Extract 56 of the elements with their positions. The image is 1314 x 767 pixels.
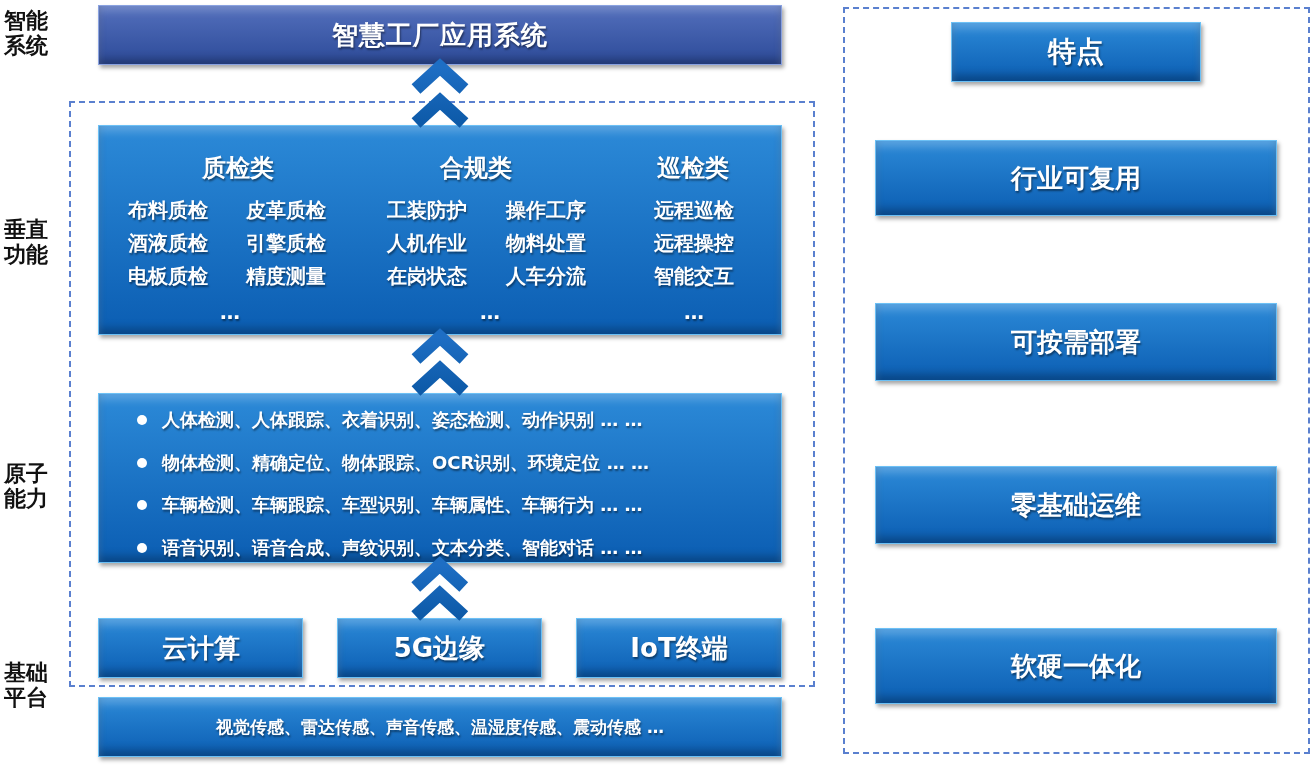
capability-list-item: 车辆检测、车辆跟踪、车型识别、车辆属性、车辆行为 … … bbox=[162, 493, 643, 517]
feature-box bbox=[875, 303, 1277, 381]
dashed-region bbox=[69, 101, 815, 687]
chevron-arrow bbox=[409, 58, 471, 130]
function-item: 在岗状态 bbox=[387, 262, 467, 290]
feature-box bbox=[875, 628, 1277, 704]
platform-text: 5G边缘 bbox=[393, 631, 486, 665]
layer-label: 垂直功能 bbox=[4, 217, 49, 268]
layer-label: 基础平台 bbox=[4, 660, 49, 711]
capability-list-item: 物体检测、精确定位、物体跟踪、OCR识别、环境定位 … … bbox=[162, 451, 649, 475]
platform-text: IoT终端 bbox=[630, 631, 728, 665]
feature-text: 可按需部署 bbox=[1011, 325, 1141, 359]
system-title: 智慧工厂应用系统 bbox=[332, 18, 548, 52]
capability-list-item: 人体检测、人体跟踪、衣着识别、姿态检测、动作识别 … … bbox=[162, 408, 643, 432]
ellipsis: … bbox=[480, 300, 500, 324]
function-panel bbox=[98, 125, 782, 335]
dashed-region bbox=[843, 7, 1310, 754]
layer-label: 原子能力 bbox=[4, 461, 49, 512]
sensing-bar bbox=[98, 697, 782, 757]
feature-text: 软硬一体化 bbox=[1011, 649, 1141, 683]
category-heading: 巡检类 bbox=[657, 153, 729, 184]
function-item: 电板质检 bbox=[128, 262, 208, 290]
feature-box bbox=[875, 466, 1277, 544]
category-heading: 质检类 bbox=[202, 153, 274, 184]
platform-text: 云计算 bbox=[161, 631, 240, 665]
platform-box bbox=[98, 618, 303, 678]
function-item: 精度测量 bbox=[246, 262, 326, 290]
platform-box bbox=[337, 618, 542, 678]
function-item: 物料处置 bbox=[506, 229, 586, 257]
function-item: 布料质检 bbox=[128, 196, 208, 224]
function-item: 皮革质检 bbox=[246, 196, 326, 224]
capability-panel bbox=[98, 393, 782, 563]
function-item: 远程巡检 bbox=[654, 196, 734, 224]
function-item: 引擎质检 bbox=[246, 229, 326, 257]
system-title-bar bbox=[98, 5, 782, 65]
heading-box bbox=[951, 22, 1201, 82]
feature-text: 行业可复用 bbox=[1011, 161, 1141, 195]
chevron-arrow bbox=[409, 556, 471, 623]
feature-box bbox=[875, 140, 1277, 216]
platform-box bbox=[576, 618, 782, 678]
layer-label: 智能系统 bbox=[4, 8, 49, 59]
function-item: 操作工序 bbox=[506, 196, 586, 224]
chevron-arrow bbox=[409, 328, 471, 398]
function-item: 远程操控 bbox=[654, 229, 734, 257]
sensing-text: 视觉传感、雷达传感、声音传感、温湿度传感、震动传感 … bbox=[216, 715, 664, 739]
ellipsis: … bbox=[220, 300, 240, 324]
feature-text: 零基础运维 bbox=[1011, 488, 1141, 522]
feature-heading: 特点 bbox=[1048, 34, 1104, 70]
capability-list-item: 语音识别、语音合成、声纹识别、文本分类、智能对话 … … bbox=[162, 536, 643, 560]
function-item: 工装防护 bbox=[387, 196, 467, 224]
ellipsis: … bbox=[684, 300, 704, 324]
function-item: 人机作业 bbox=[387, 229, 467, 257]
category-heading: 合规类 bbox=[440, 153, 512, 184]
function-item: 智能交互 bbox=[654, 262, 734, 290]
function-item: 酒液质检 bbox=[128, 229, 208, 257]
function-item: 人车分流 bbox=[506, 262, 586, 290]
